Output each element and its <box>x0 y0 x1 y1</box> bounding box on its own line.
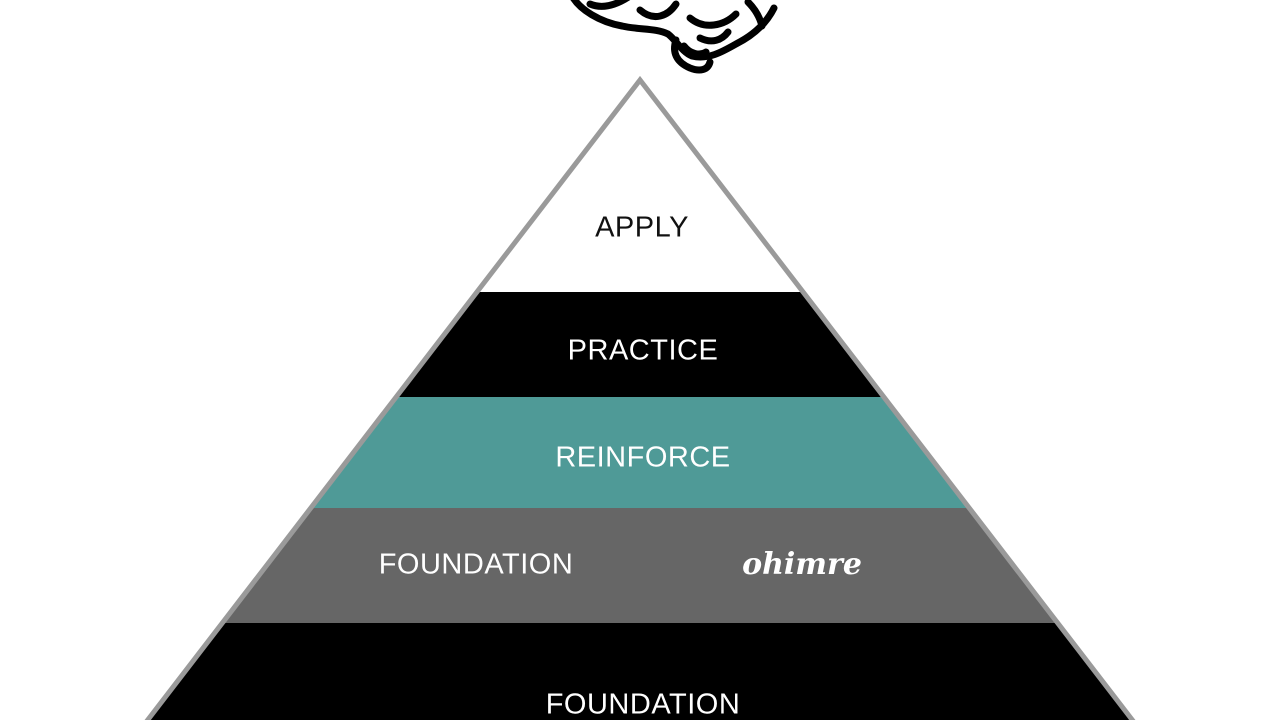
tier-label-reinforce: REINFORCE <box>555 442 730 474</box>
tier-foundation-upper <box>222 508 1058 623</box>
tier-practice <box>396 292 884 397</box>
tier-side-scribble: ohimre <box>742 547 862 582</box>
tier-reinforce <box>310 397 970 508</box>
tier-label-apply: APPLY <box>595 212 689 244</box>
tier-label-foundation-upper: FOUNDATION <box>379 549 574 581</box>
tier-foundation-base <box>147 623 1133 720</box>
brain-icon <box>570 0 778 74</box>
tier-label-practice: PRACTICE <box>568 335 719 367</box>
tier-label-foundation-base: FOUNDATION <box>546 689 741 720</box>
tier-apply <box>476 80 804 292</box>
pyramid-outline <box>144 75 1136 720</box>
